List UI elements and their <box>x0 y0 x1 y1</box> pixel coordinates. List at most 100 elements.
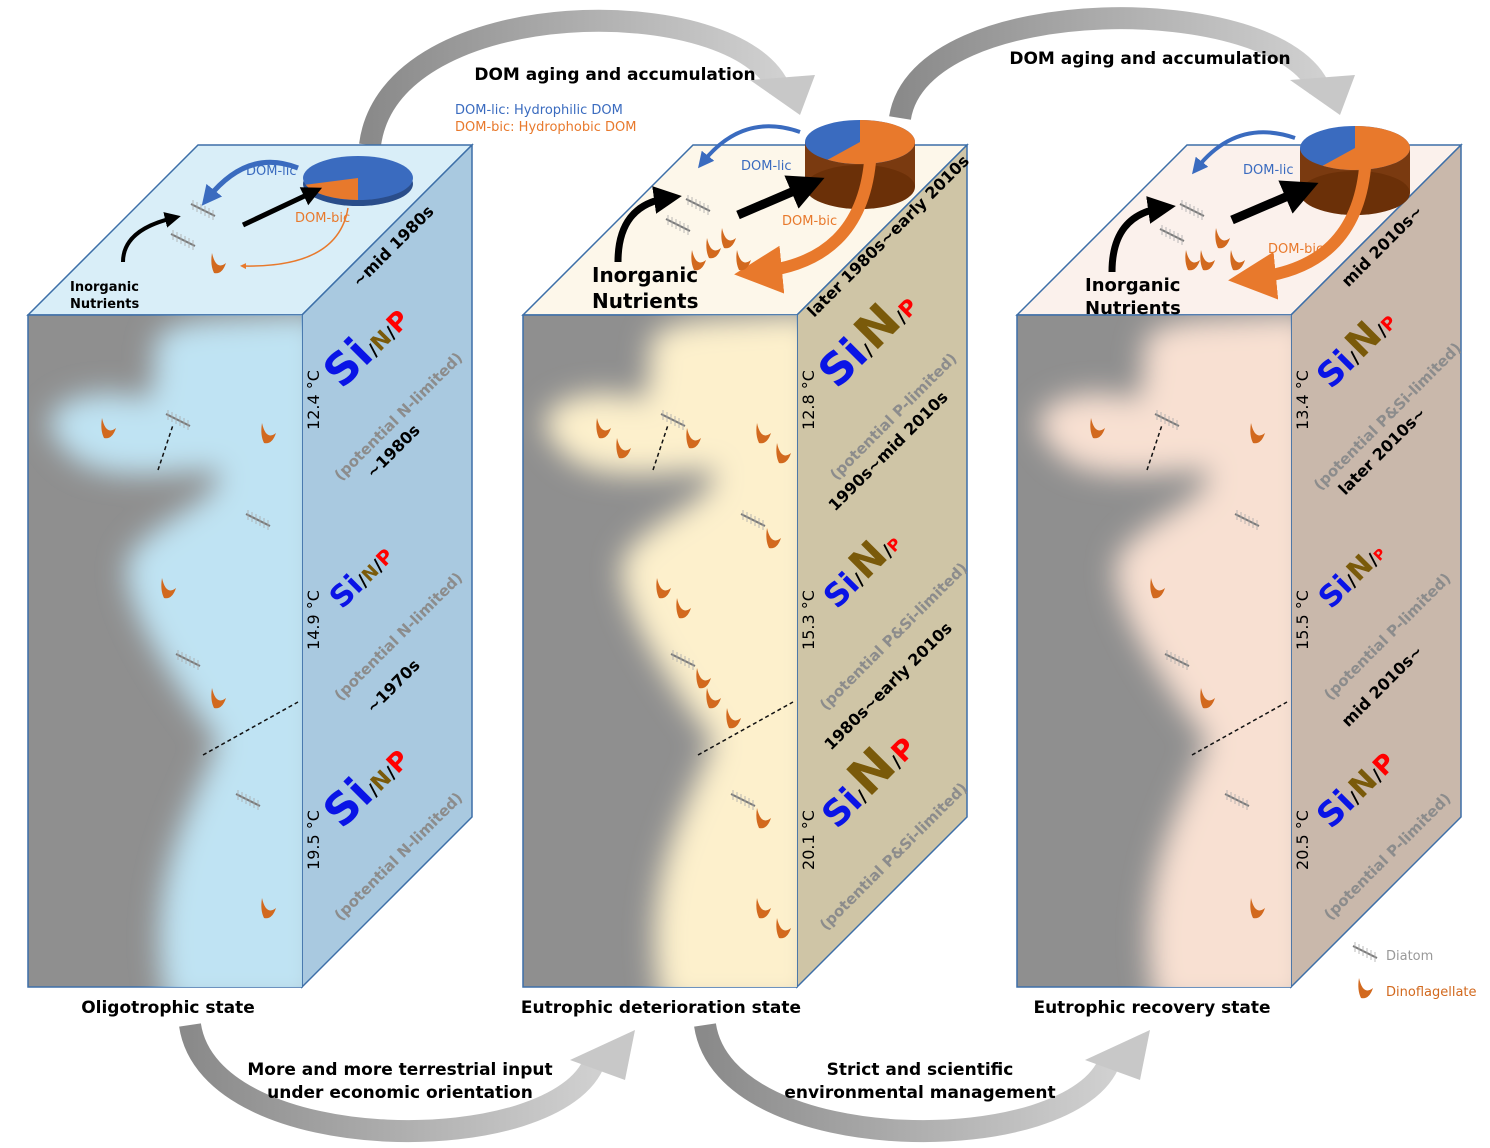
diatom-body <box>665 218 691 232</box>
dom-lic-legend: DOM-lic: Hydrophilic DOM <box>455 103 623 118</box>
dinoflagellate-icon <box>726 708 741 729</box>
state-blocks: Oligotrophic state DOM-licDOM-bicInorgani… <box>26 120 1465 1018</box>
diatom-body <box>730 793 756 807</box>
dom-lic-label: DOM-lic <box>741 159 792 174</box>
diatom-body <box>245 513 271 527</box>
dinoflagellate-icon <box>776 443 791 464</box>
state-label: Eutrophic deterioration state <box>521 998 801 1018</box>
dinoflagellate-icon <box>691 250 706 271</box>
dom-bic-label: DOM-bic <box>1268 242 1323 257</box>
temperature-label: 14.9 °C <box>304 590 323 650</box>
boundary-line <box>1146 424 1163 471</box>
temperature-label: 19.5 °C <box>304 810 323 870</box>
dom-lic-arrow <box>201 159 299 206</box>
sea-area <box>50 315 302 987</box>
diatom-icon <box>190 200 216 220</box>
temperature-label: 12.8 °C <box>799 370 818 430</box>
temperature-label: 13.4 °C <box>1293 370 1312 430</box>
temperature-label: 12.4 °C <box>304 370 323 430</box>
dinoflagellate-icon <box>706 238 721 259</box>
temperature-label: 20.1 °C <box>799 810 818 870</box>
dinoflagellate-icon <box>1358 978 1373 999</box>
diatom-body <box>1159 228 1185 242</box>
dinoflagellate-icon <box>616 438 631 459</box>
dinoflagellate-icon <box>656 578 671 599</box>
diatom-icon <box>1164 650 1190 670</box>
diatom-body <box>1224 793 1250 807</box>
diatom-body <box>1164 653 1190 667</box>
dinoflagellate-icon <box>686 428 701 449</box>
dom-bic-label: DOM-bic <box>782 214 837 229</box>
dom-bic-label: DOM-bic <box>295 211 350 226</box>
uptake-arrow <box>736 175 825 220</box>
diatom-icon <box>660 410 686 430</box>
sea-area <box>1039 315 1291 987</box>
dinoflagellate-icon <box>1215 228 1230 249</box>
sea-region <box>50 315 302 987</box>
diatom-body <box>740 513 766 527</box>
diatom-icon <box>175 650 201 670</box>
dinoflagellate-icon <box>676 598 691 619</box>
pie-dom-bic-slice <box>827 120 915 164</box>
nutrient-uptake-arrow <box>121 212 181 263</box>
process-label-line2: under economic orientation <box>267 1083 533 1103</box>
si-n-p-ratio: Si/N/P <box>804 717 926 839</box>
diatom-icon <box>1224 790 1250 810</box>
dom-bic-arrow <box>1228 167 1371 300</box>
dinoflagellate-icon <box>756 808 771 829</box>
management-arrow <box>694 1022 1121 1143</box>
diatom-icon <box>1234 510 1260 530</box>
dinoflagellate-legend-label: Dinoflagellate <box>1386 985 1477 1000</box>
temperature-label: 15.5 °C <box>1293 590 1312 650</box>
dinoflagellate-icon <box>756 423 771 444</box>
diatom-body <box>190 203 216 217</box>
diatom-body <box>660 413 686 427</box>
dinoflagellate-icon <box>1200 688 1215 709</box>
dinoflagellate-icon <box>211 688 226 709</box>
diatom-body <box>235 793 261 807</box>
state-label: Oligotrophic state <box>81 998 255 1018</box>
dinoflagellate-icon <box>696 668 711 689</box>
sea-region <box>1039 315 1291 987</box>
dinoflagellate-icon <box>1250 898 1265 919</box>
boundary-line <box>652 424 669 471</box>
diatom-icon <box>245 510 271 530</box>
nutrient-uptake-arrow <box>1108 196 1176 273</box>
nutrients-label: Nutrients <box>1085 298 1181 319</box>
dom-bic-arrow <box>240 207 349 270</box>
dinoflagellate-icon <box>721 228 736 249</box>
dinoflagellate-icon <box>1150 578 1165 599</box>
temperature-label: 15.3 °C <box>799 590 818 650</box>
dinoflagellate-icon <box>736 250 751 271</box>
dom-lic-label: DOM-lic <box>1243 163 1294 178</box>
dinoflagellate-icon <box>261 898 276 919</box>
diatom-icon <box>1179 200 1205 220</box>
management-arrow <box>179 1022 606 1143</box>
arrow-head-icon <box>1290 75 1355 115</box>
nutrient-uptake-arrow <box>614 186 682 263</box>
nutrients-label: Inorganic <box>70 280 139 295</box>
block-1: Oligotrophic stateDOM-licDOM-bicInorgani… <box>26 143 474 1018</box>
dinoflagellate-icon <box>766 528 781 549</box>
dom-aging-label: DOM aging and accumulation <box>1009 49 1290 69</box>
dinoflagellate-icon <box>756 898 771 919</box>
arrow-head-icon <box>750 75 815 115</box>
dinoflagellate-icon <box>776 918 791 939</box>
diatom-icon <box>685 195 711 215</box>
diatom-icon <box>1159 225 1185 245</box>
diatom-icon <box>235 790 261 810</box>
sea-region <box>545 315 797 987</box>
diatom-body <box>1234 513 1260 527</box>
arrow-head-icon <box>1085 1030 1150 1080</box>
process-label-line2: environmental management <box>784 1083 1055 1103</box>
dom-lic-arrow <box>1191 130 1296 175</box>
sea-area <box>545 315 797 987</box>
dinoflagellate-icon <box>161 578 176 599</box>
dom-bic-legend: DOM-bic: Hydrophobic DOM <box>455 120 636 135</box>
diatom-icon <box>1154 410 1180 430</box>
dinoflagellate-icon <box>261 423 276 444</box>
dinoflagellate-icon <box>1230 250 1245 271</box>
